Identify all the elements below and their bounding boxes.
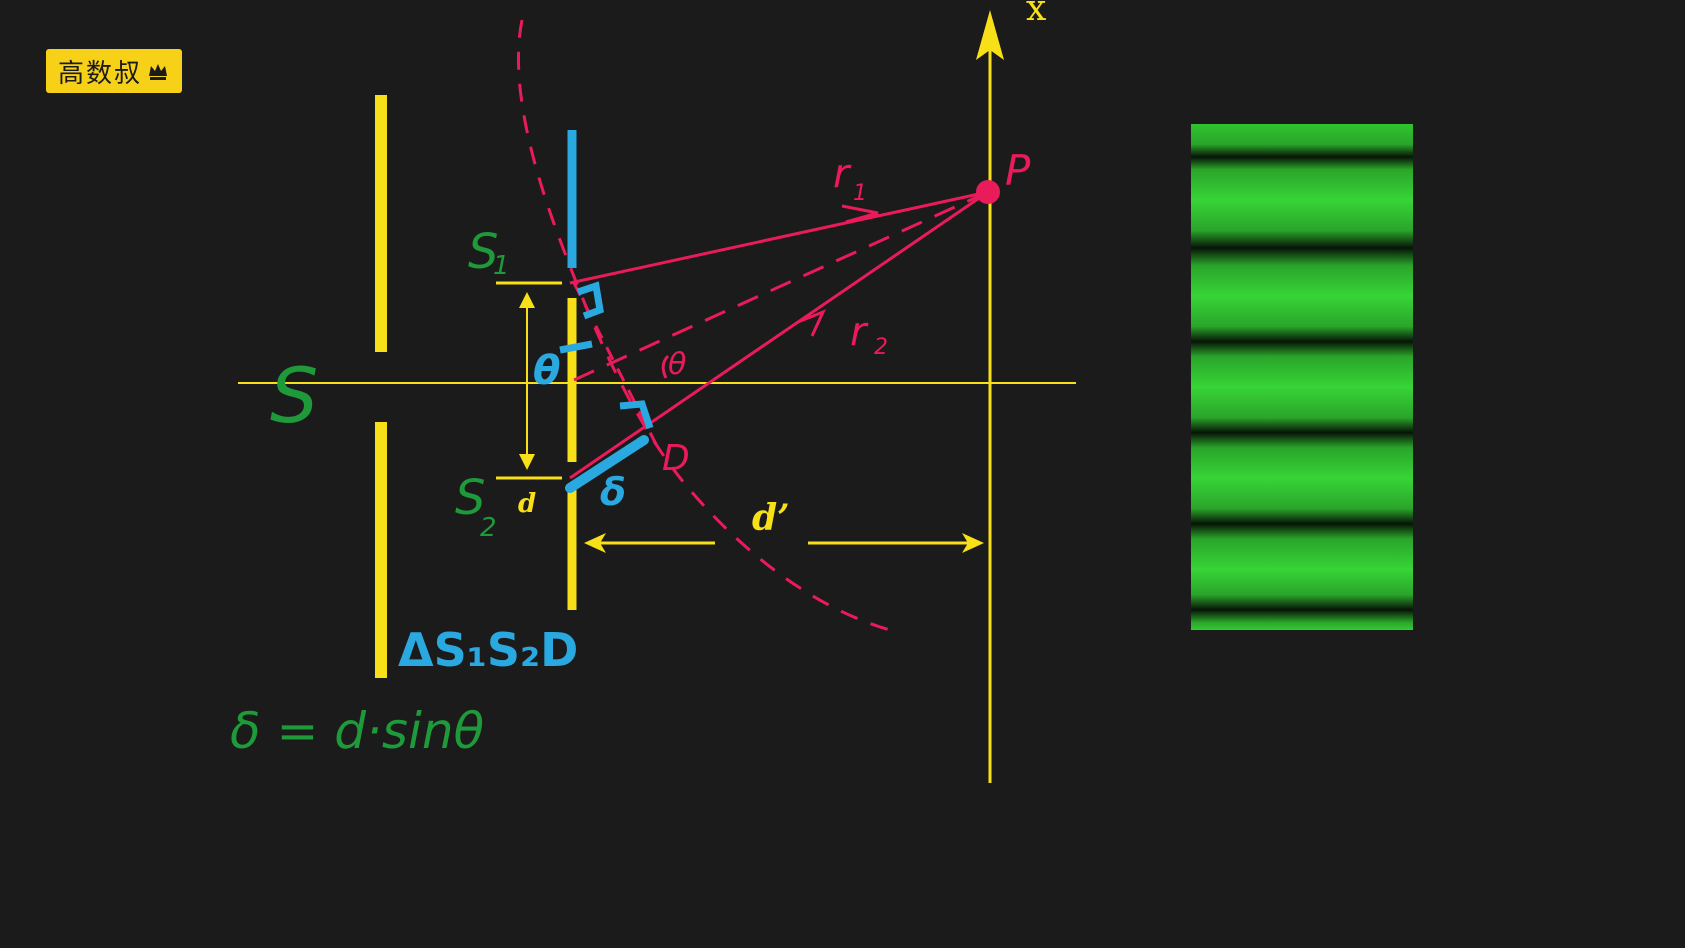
interference-fringes xyxy=(1191,124,1413,630)
delta-segment xyxy=(565,435,649,493)
x-axis-label: x xyxy=(1026,0,1046,29)
right-angle-mark-bottom xyxy=(619,400,654,430)
theta-left-label: θ xyxy=(533,348,560,394)
slit-distance-label: d xyxy=(518,489,536,519)
ray-center-dashed xyxy=(573,190,989,382)
delta-label: δ xyxy=(600,470,626,514)
r1-label: r xyxy=(833,151,852,197)
logo-badge: 高数叔 xyxy=(46,49,182,93)
theta-center-label: θ xyxy=(668,347,686,382)
theta-left-stroke xyxy=(559,340,593,354)
ray-r2 xyxy=(569,190,989,480)
right-angle-mark-top xyxy=(576,281,604,320)
slit2-label: S xyxy=(455,470,485,526)
foot-point-label: D xyxy=(662,438,690,479)
wavefront-curve xyxy=(516,19,891,632)
d-arrow-head-top xyxy=(519,292,535,308)
d-arrow-head-bottom xyxy=(519,454,535,470)
source-label: S xyxy=(270,351,318,440)
dprime-arrow-head-right xyxy=(962,533,984,553)
r2-arrow-mark xyxy=(797,309,826,337)
r1-arrow-mark xyxy=(841,204,879,224)
dprime-arrow-head-left xyxy=(584,533,606,553)
ray-r1 xyxy=(569,190,989,285)
logo-text: 高数叔 xyxy=(57,58,142,89)
formula: δ = d·sinθ xyxy=(230,702,484,760)
point-p xyxy=(976,180,1000,204)
point-p-label: P xyxy=(1005,146,1031,195)
slit2-subscript: 2 xyxy=(480,513,497,543)
crown-icon xyxy=(149,64,167,80)
r2-subscript: 2 xyxy=(874,335,888,360)
screen-distance-label: d’ xyxy=(752,497,790,539)
triangle-label: ΔS₁S₂D xyxy=(398,623,578,677)
x-axis-arrowhead xyxy=(976,10,1004,60)
slit1-label: S xyxy=(468,224,498,280)
r2-label: r xyxy=(850,309,869,355)
r1-subscript: 1 xyxy=(853,181,867,206)
slit1-subscript: 1 xyxy=(493,251,510,281)
theta-center-arc xyxy=(661,354,670,379)
